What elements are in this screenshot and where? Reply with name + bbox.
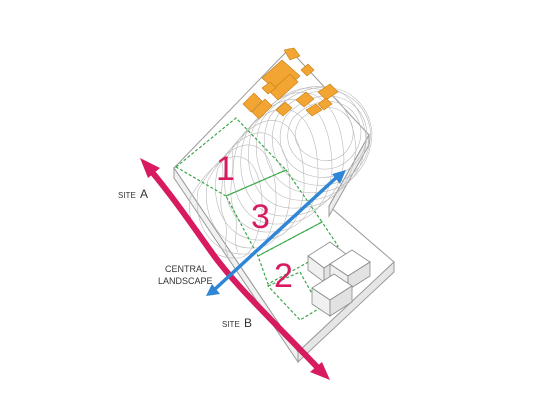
building-8 (295, 91, 315, 108)
site-a-label: SITE A (118, 187, 148, 201)
central-landscape-label: CENTRAL LANDSCAPE (158, 264, 213, 286)
landscape-axis-arrowhead-top (332, 170, 346, 184)
zone-number-3: 3 (251, 198, 270, 236)
building-2 (251, 98, 273, 120)
building-12 (261, 81, 277, 95)
building-11 (317, 97, 333, 111)
landscape-axis-arrowhead-bottom (206, 284, 220, 296)
site-side-face-right (297, 260, 395, 364)
site-axis-line (149, 169, 321, 371)
landscape-axis-line (212, 174, 340, 292)
site-a-prefix: SITE (118, 191, 136, 200)
site-b-letter: B (244, 316, 252, 330)
existing-buildings (242, 47, 339, 120)
site-b-prefix: SITE (222, 320, 240, 329)
building-7 (275, 101, 293, 117)
building-5 (283, 47, 301, 61)
site-a-letter: A (140, 187, 148, 201)
building-1 (242, 92, 263, 113)
block-c-right (329, 285, 353, 317)
zone-number-2: 2 (274, 257, 293, 295)
zone-2-outline (257, 221, 339, 285)
building-6 (300, 63, 315, 77)
proposed-buildings (307, 241, 371, 317)
landscape-axis-arrow (206, 170, 346, 296)
building-4 (269, 73, 299, 101)
central-landscape-line-2: LANDSCAPE (158, 276, 213, 286)
central-landscape-line-1: CENTRAL (165, 264, 207, 274)
site-axis-arrow (140, 158, 330, 380)
site-b-label: SITE B (222, 316, 252, 330)
site-axis-arrowhead-top (140, 158, 160, 178)
zone-number-1: 1 (216, 150, 235, 188)
building-10 (305, 103, 323, 117)
zone-1-outline (174, 117, 288, 197)
site-axis-arrowhead-bottom (310, 362, 330, 380)
building-9 (317, 83, 339, 101)
